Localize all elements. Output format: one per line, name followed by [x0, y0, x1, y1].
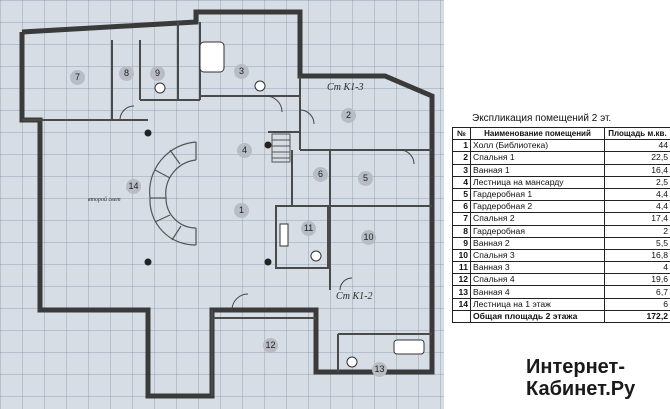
cell-name: Холл (Библиотека) [470, 139, 605, 153]
door-swings [119, 95, 415, 311]
cell-name: Гардеробная 2 [470, 200, 605, 214]
total-row: Общая площадь 2 этажа 172,2 [452, 309, 670, 324]
cell-name: Лестница на 1 этаж [470, 297, 605, 311]
room-marker: 2 [341, 108, 356, 123]
cell-name: Спальня 1 [470, 151, 605, 165]
cell-num: 5 [452, 187, 471, 202]
fixtures [154, 41, 425, 368]
cell-name: Ванная 1 [470, 163, 605, 177]
explication-table: Экспликация помещений 2 эт. № Наименован… [452, 113, 670, 324]
cell-num: 2 [452, 151, 471, 165]
attic-stair [271, 133, 291, 163]
floor-plan-drawing [19, 9, 435, 399]
cell-area: 19,6 [604, 273, 670, 287]
total-area: 172,2 [604, 309, 670, 324]
cell-area: 22,5 [604, 151, 670, 165]
cell-num: 3 [452, 163, 471, 177]
cell-name: Лестница на мансарду [470, 175, 605, 189]
cell-area: 44 [604, 139, 670, 153]
room-marker: 9 [150, 66, 165, 81]
cell-name: Ванная 2 [470, 236, 605, 250]
cell-name: Ванная 3 [470, 261, 605, 275]
header-area: Площадь м.кв. [604, 126, 670, 141]
cell-name: Спальня 4 [470, 273, 605, 287]
rooms-table: № Наименование помещений Площадь м.кв. 1… [452, 126, 670, 324]
bath-3-walls [275, 205, 329, 269]
floor-plan: 7 8 9 3 2 4 14 6 5 1 11 10 12 13 Ст К1-3… [0, 0, 444, 409]
total-label: Общая площадь 2 этажа [470, 309, 605, 324]
cell-num: 1 [452, 139, 471, 153]
cell-name: Гардеробная [470, 224, 605, 238]
cell-name: Ванная 4 [470, 285, 605, 299]
cell-area: 4 [604, 261, 670, 275]
stack-label: Ст К1-3 [327, 82, 364, 93]
room-marker: 5 [358, 171, 373, 186]
cell-area: 16,4 [604, 163, 670, 177]
cell-num: 10 [452, 248, 471, 263]
cell-num: 14 [452, 297, 471, 311]
cell-num: 4 [452, 175, 471, 189]
cell-num: 7 [452, 212, 471, 226]
columns [144, 129, 272, 266]
room-marker: 13 [372, 362, 387, 377]
cell-num: 9 [452, 236, 471, 250]
cell-num: 11 [452, 261, 471, 275]
cell-name: Спальня 3 [470, 248, 605, 263]
cell-num: 13 [452, 285, 471, 299]
cell-area: 6,7 [604, 285, 670, 299]
cell-num: 6 [452, 200, 471, 214]
total-empty [452, 309, 471, 324]
cell-area: 6 [604, 297, 670, 311]
room-marker: 12 [263, 338, 278, 353]
cell-area: 4,4 [604, 187, 670, 202]
room-marker: 1 [234, 203, 249, 218]
room-marker: 14 [126, 179, 141, 194]
cell-area: 17,4 [604, 212, 670, 226]
watermark-line-1: Интернет- [526, 356, 625, 378]
room-marker: 4 [237, 143, 252, 158]
second-light-label: второй свет [88, 197, 121, 203]
table-title: Экспликация помещений 2 эт. [472, 113, 612, 124]
cell-num: 8 [452, 224, 471, 238]
outer-wall [19, 9, 435, 399]
watermark-logo: Интернет- Кабинет.Ру [526, 356, 670, 400]
cell-area: 5,5 [604, 236, 670, 250]
room-marker: 10 [361, 230, 376, 245]
table-header-row: № Наименование помещений Площадь м.кв. [452, 126, 670, 141]
cell-num: 12 [452, 273, 471, 287]
room-marker: 7 [70, 70, 85, 85]
stack-label: Ст К1-2 [336, 291, 373, 302]
header-room-name: Наименование помещений [470, 126, 605, 141]
cell-area: 16,8 [604, 248, 670, 263]
cell-area: 2,5 [604, 175, 670, 189]
room-marker: 3 [234, 64, 249, 79]
cell-name: Спальня 2 [470, 212, 605, 226]
room-marker: 11 [301, 221, 316, 236]
header-number: № [452, 126, 471, 141]
cell-area: 2 [604, 224, 670, 238]
spiral-staircase [149, 141, 197, 246]
room-marker: 6 [313, 167, 328, 182]
cell-area: 4,4 [604, 200, 670, 214]
room-marker: 8 [119, 66, 134, 81]
cell-name: Гардеробная 1 [470, 187, 605, 202]
watermark-line-2: Кабинет.Ру [526, 378, 636, 400]
